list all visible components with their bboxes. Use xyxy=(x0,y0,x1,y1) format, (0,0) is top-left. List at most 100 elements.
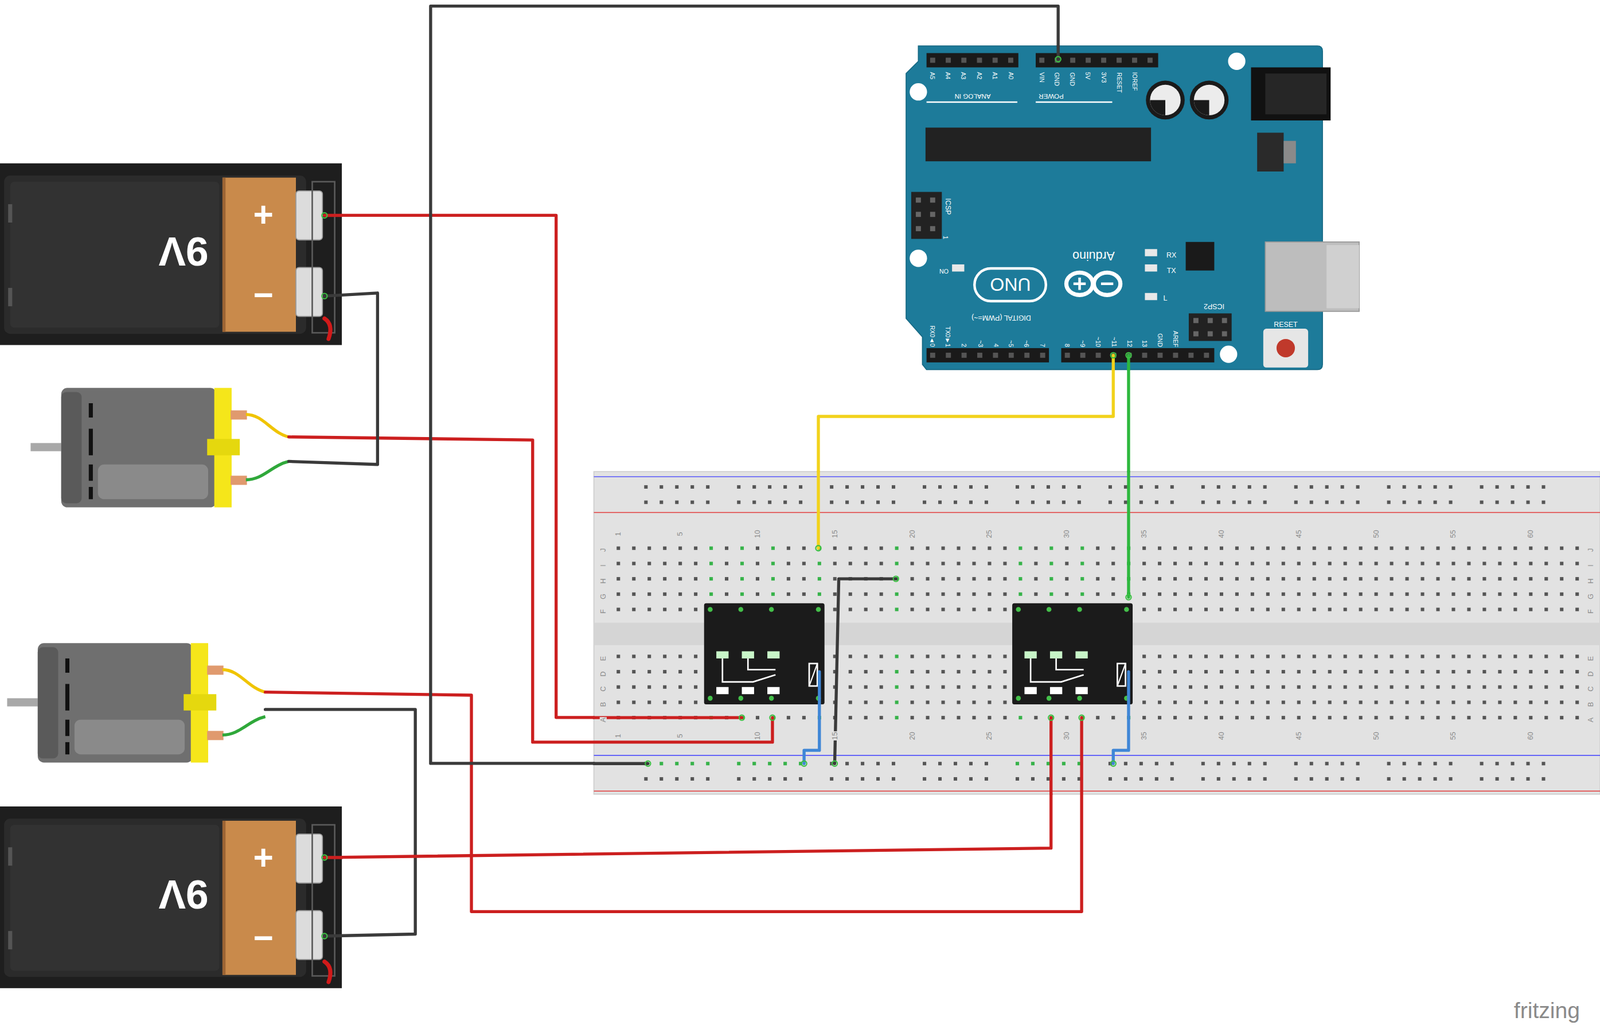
breadboard-hole xyxy=(848,592,853,596)
rail-hole xyxy=(1402,500,1407,505)
breadboard-hole xyxy=(1173,561,1177,565)
breadboard-hole xyxy=(786,546,791,550)
breadboard-hole xyxy=(972,576,976,581)
breadboard-hole xyxy=(1575,592,1579,596)
breadboard-hole xyxy=(926,700,930,704)
breadboard-hole xyxy=(895,592,899,596)
breadboard-hole xyxy=(616,700,620,704)
rail-hole xyxy=(1480,777,1484,781)
rail-hole xyxy=(829,777,834,781)
battery-9v xyxy=(0,163,342,346)
breadboard-hole xyxy=(1420,669,1424,674)
board-label: A2 xyxy=(976,72,983,80)
rail-hole xyxy=(798,500,803,505)
rail-hole xyxy=(1015,761,1020,766)
board-label: RX0◄0 xyxy=(929,325,936,347)
breadboard-hole xyxy=(631,607,636,611)
breadboard-hole xyxy=(1157,546,1162,550)
rail-hole xyxy=(891,485,896,489)
rail-hole xyxy=(891,761,896,766)
board-label: A1 xyxy=(991,72,998,80)
breadboard-hole xyxy=(1312,654,1317,658)
rail-hole xyxy=(1526,485,1530,489)
breadboard-hole xyxy=(1328,561,1332,565)
rail-hole xyxy=(845,485,849,489)
relay-pin xyxy=(707,606,713,612)
battery-marking: 9V xyxy=(158,873,209,915)
battery-body-shade xyxy=(10,824,220,971)
breadboard-hole xyxy=(740,592,744,596)
motor-body-shade xyxy=(74,719,185,755)
breadboard-hole xyxy=(1451,700,1455,704)
breadboard-hole xyxy=(1420,576,1424,581)
wire-end xyxy=(1125,352,1131,358)
breadboard-hole xyxy=(895,715,899,720)
icsp-pin xyxy=(915,197,922,203)
rail-hole xyxy=(845,761,849,766)
breadboard-index: 20 xyxy=(908,731,916,741)
breadboard-hole xyxy=(647,576,651,581)
breadboard-hole xyxy=(972,685,976,689)
rail-hole xyxy=(1139,777,1143,781)
breadboard-hole xyxy=(1095,561,1100,565)
relay-pin xyxy=(707,695,713,701)
board-label: TX0►1 xyxy=(945,326,952,347)
relay-contact-pad xyxy=(742,650,755,658)
motor-terminal xyxy=(230,410,247,420)
breadboard-hole xyxy=(1250,576,1255,581)
relay-pin xyxy=(1016,606,1022,612)
breadboard-hole xyxy=(693,561,698,565)
breadboard-hole xyxy=(1173,576,1177,581)
breadboard-hole xyxy=(987,592,991,596)
breadboard-hole xyxy=(1250,592,1255,596)
breadboard-hole xyxy=(941,607,946,611)
breadboard-hole xyxy=(1003,669,1007,674)
motor-vent xyxy=(65,719,70,736)
breadboard-hole xyxy=(926,592,930,596)
motor-vent xyxy=(88,486,93,499)
breadboard-index: 40 xyxy=(1218,731,1225,741)
breadboard-hole xyxy=(987,607,991,611)
breadboard-hole xyxy=(755,561,760,565)
rail-hole xyxy=(705,485,710,489)
rail-hole xyxy=(752,761,756,766)
breadboard-hole xyxy=(1235,607,1239,611)
breadboard-hole xyxy=(1033,561,1038,565)
motor-shaft xyxy=(30,442,61,451)
breadboard-hole xyxy=(1466,715,1471,720)
rail-hole xyxy=(1309,485,1314,489)
breadboard-hole xyxy=(1142,654,1146,658)
rail-hole xyxy=(1433,500,1438,505)
wire-stub xyxy=(1126,471,1130,597)
breadboard-hole xyxy=(926,561,930,565)
breadboard-hole xyxy=(957,700,961,704)
rail-hole xyxy=(783,485,787,489)
breadboard-hole xyxy=(895,685,899,689)
rail-hole xyxy=(705,761,710,766)
board-label: 12 xyxy=(1126,340,1133,347)
rail-hole xyxy=(1309,761,1314,766)
breadboard-hole xyxy=(1497,669,1502,674)
motor-body-shade xyxy=(98,464,209,500)
battery-marking: − xyxy=(252,277,273,313)
breadboard-hole xyxy=(987,715,991,720)
microcontroller-chip xyxy=(925,127,1151,162)
motor-vent xyxy=(88,403,93,418)
breadboard-hole xyxy=(1420,715,1424,720)
reset-button-cap xyxy=(1276,338,1295,358)
battery-copper-cap xyxy=(222,177,296,333)
breadboard-hole xyxy=(879,561,884,565)
rail-hole xyxy=(1340,500,1345,505)
breadboard-hole xyxy=(1312,561,1317,565)
header-pin xyxy=(1116,57,1122,64)
breadboard-hole xyxy=(848,685,853,689)
jumper-wire xyxy=(430,6,1059,764)
breadboard-hole xyxy=(1374,607,1379,611)
breadboard-hole xyxy=(616,669,620,674)
breadboard-hole xyxy=(1466,607,1471,611)
usb-port-inner xyxy=(1326,244,1360,308)
breadboard-hole xyxy=(1250,607,1255,611)
board-label: L xyxy=(1163,294,1168,302)
breadboard-index: 5 xyxy=(676,531,684,537)
rail-hole xyxy=(1418,485,1422,489)
